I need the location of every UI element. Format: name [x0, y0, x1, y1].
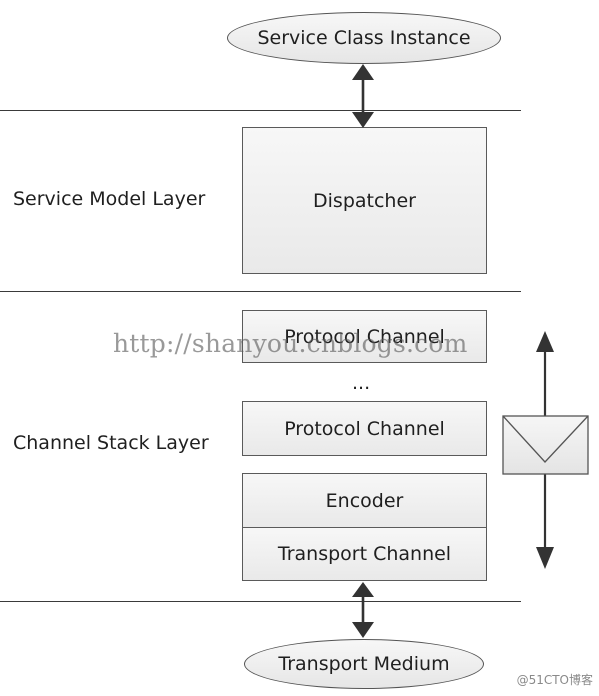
layer-separator-bottom — [0, 601, 521, 602]
transport-medium-node: Transport Medium — [244, 639, 484, 689]
channel-stack-layer-label: Channel Stack Layer — [13, 432, 209, 454]
transport-channel-box: Transport Channel — [242, 527, 487, 581]
dispatcher-box: Dispatcher — [242, 127, 487, 274]
protocol-channel-label-1: Protocol Channel — [284, 325, 445, 348]
service-class-instance-node: Service Class Instance — [227, 12, 501, 64]
protocol-channel-box-2: Protocol Channel — [242, 401, 487, 456]
double-arrow-bottom-icon — [352, 582, 374, 638]
protocol-channel-label-2: Protocol Channel — [284, 417, 445, 440]
channel-ellipsis: ... — [352, 372, 371, 394]
encoder-box: Encoder — [242, 473, 487, 528]
service-model-layer-label: Service Model Layer — [13, 188, 206, 210]
double-arrow-top-icon — [352, 64, 374, 128]
transport-medium-label: Transport Medium — [278, 653, 450, 675]
layer-separator-top — [0, 110, 521, 111]
watermark-url: http://shanyou.cnblogs.com — [113, 329, 468, 358]
dispatcher-label: Dispatcher — [313, 189, 416, 212]
layer-separator-middle — [0, 291, 521, 292]
service-class-instance-label: Service Class Instance — [257, 27, 471, 49]
protocol-channel-box-1: Protocol Channel — [242, 310, 487, 363]
encoder-label: Encoder — [325, 489, 404, 512]
corner-watermark: @51CTO博客 — [516, 673, 593, 687]
transport-channel-label: Transport Channel — [277, 543, 452, 565]
message-envelope-icon — [502, 415, 589, 475]
